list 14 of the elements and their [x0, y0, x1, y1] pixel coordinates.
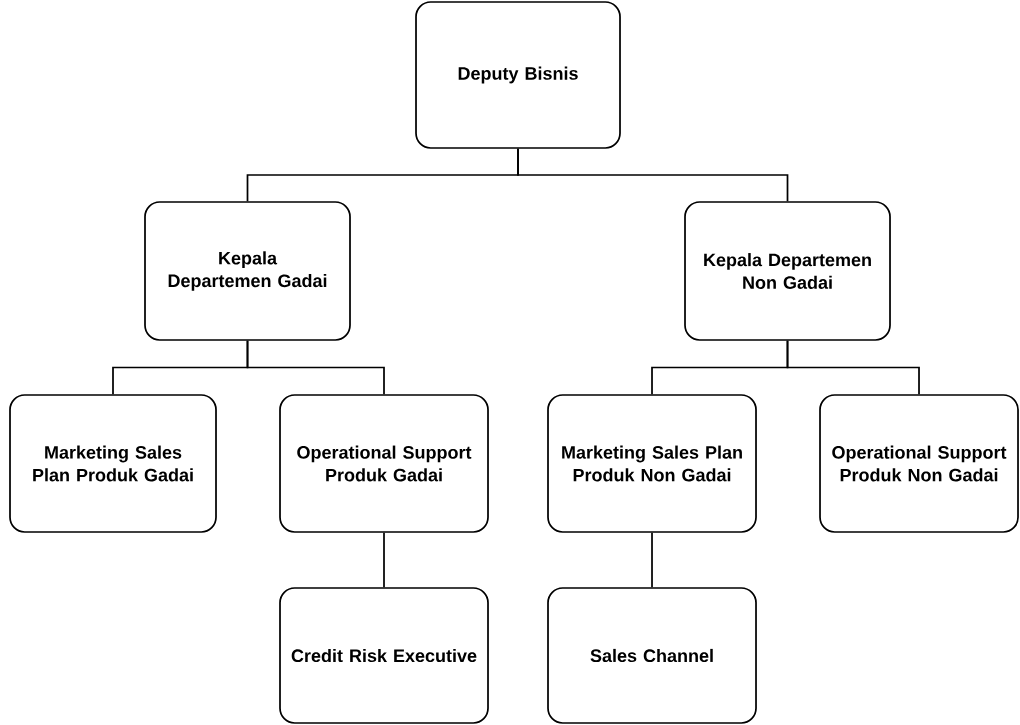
org-box: Sales Channel	[547, 587, 757, 724]
connector	[651, 532, 653, 588]
org-box: Kepala Departemen Gadai	[144, 201, 351, 341]
org-box: Marketing Sales Plan Produk Gadai	[9, 394, 217, 533]
connector	[246, 340, 385, 395]
org-box: Operational Support Produk Gadai	[279, 394, 489, 533]
org-box: Deputy Bisnis	[415, 1, 621, 149]
org-box: Marketing Sales Plan Produk Non Gadai	[547, 394, 757, 533]
connector	[786, 340, 920, 395]
org-box: Operational Support Produk Non Gadai	[819, 394, 1019, 533]
org-box: Credit Risk Executive	[279, 587, 489, 724]
connector	[383, 532, 385, 588]
org-box: Kepala Departemen Non Gadai	[684, 201, 891, 341]
connector	[517, 148, 789, 202]
